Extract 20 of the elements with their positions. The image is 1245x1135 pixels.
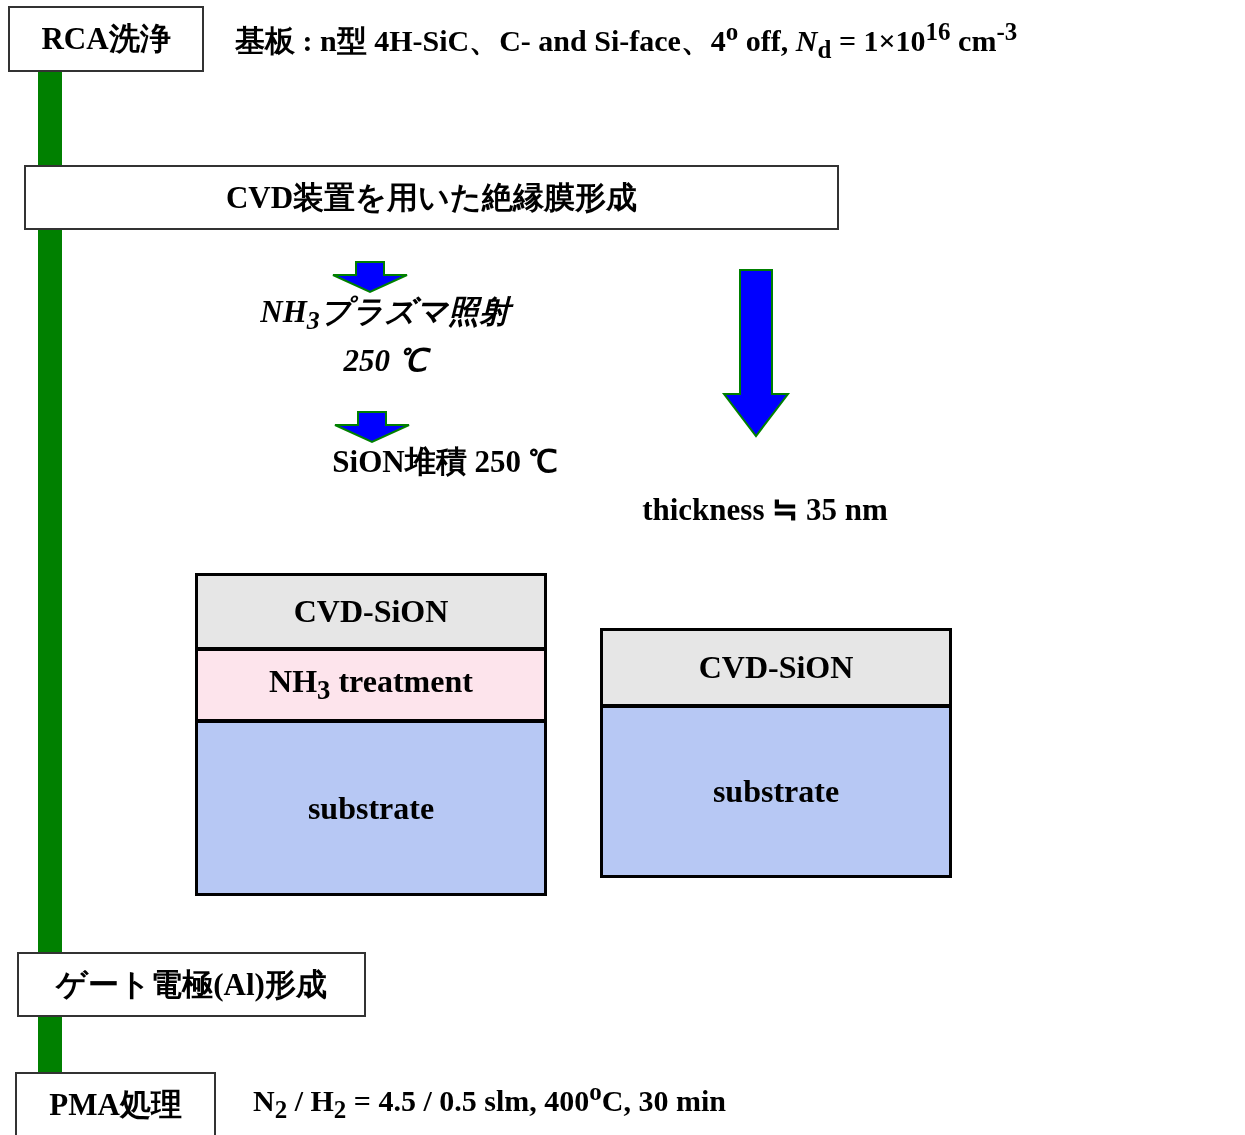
thickness-label: thickness ≒ 35 nm [605, 436, 925, 532]
block-arrow [722, 269, 790, 438]
layer-box: substrate [600, 705, 952, 878]
layer-box: CVD-SiON [195, 573, 547, 650]
block-arrow [334, 411, 410, 444]
block-arrow [332, 261, 408, 294]
layer-box: NH$_{3}$ treatment [195, 648, 547, 722]
layer-box: CVD-SiON [600, 628, 952, 707]
condition-note: N$_{2}$ / H$_{2}$ = 4.5 / 0.5 slm, 400$^{o}$C, 30 min [253, 1078, 726, 1124]
condition-note: 基板 : n型 4H-SiC、C- and Si-face、4$^{o}$ off, N$_{d}$ = 1×10$^{16}$ cm$^{-3}$ [235, 18, 1018, 64]
layer-box: substrate [195, 720, 547, 896]
process-box: ゲート電極(Al)形成 [17, 952, 366, 1017]
process-box: RCA洗浄 [8, 6, 204, 72]
timeline-bar [38, 72, 62, 165]
step-text: SiON堆積 250 ℃ [330, 442, 560, 532]
process-box: PMA処理 [15, 1072, 216, 1135]
process-box: CVD装置を用いた絶縁膜形成 [24, 165, 839, 230]
timeline-bar [38, 230, 62, 952]
step-text: NH$_{3}$プラズマ照射 250 ℃ [235, 292, 535, 382]
timeline-bar [38, 1017, 62, 1072]
